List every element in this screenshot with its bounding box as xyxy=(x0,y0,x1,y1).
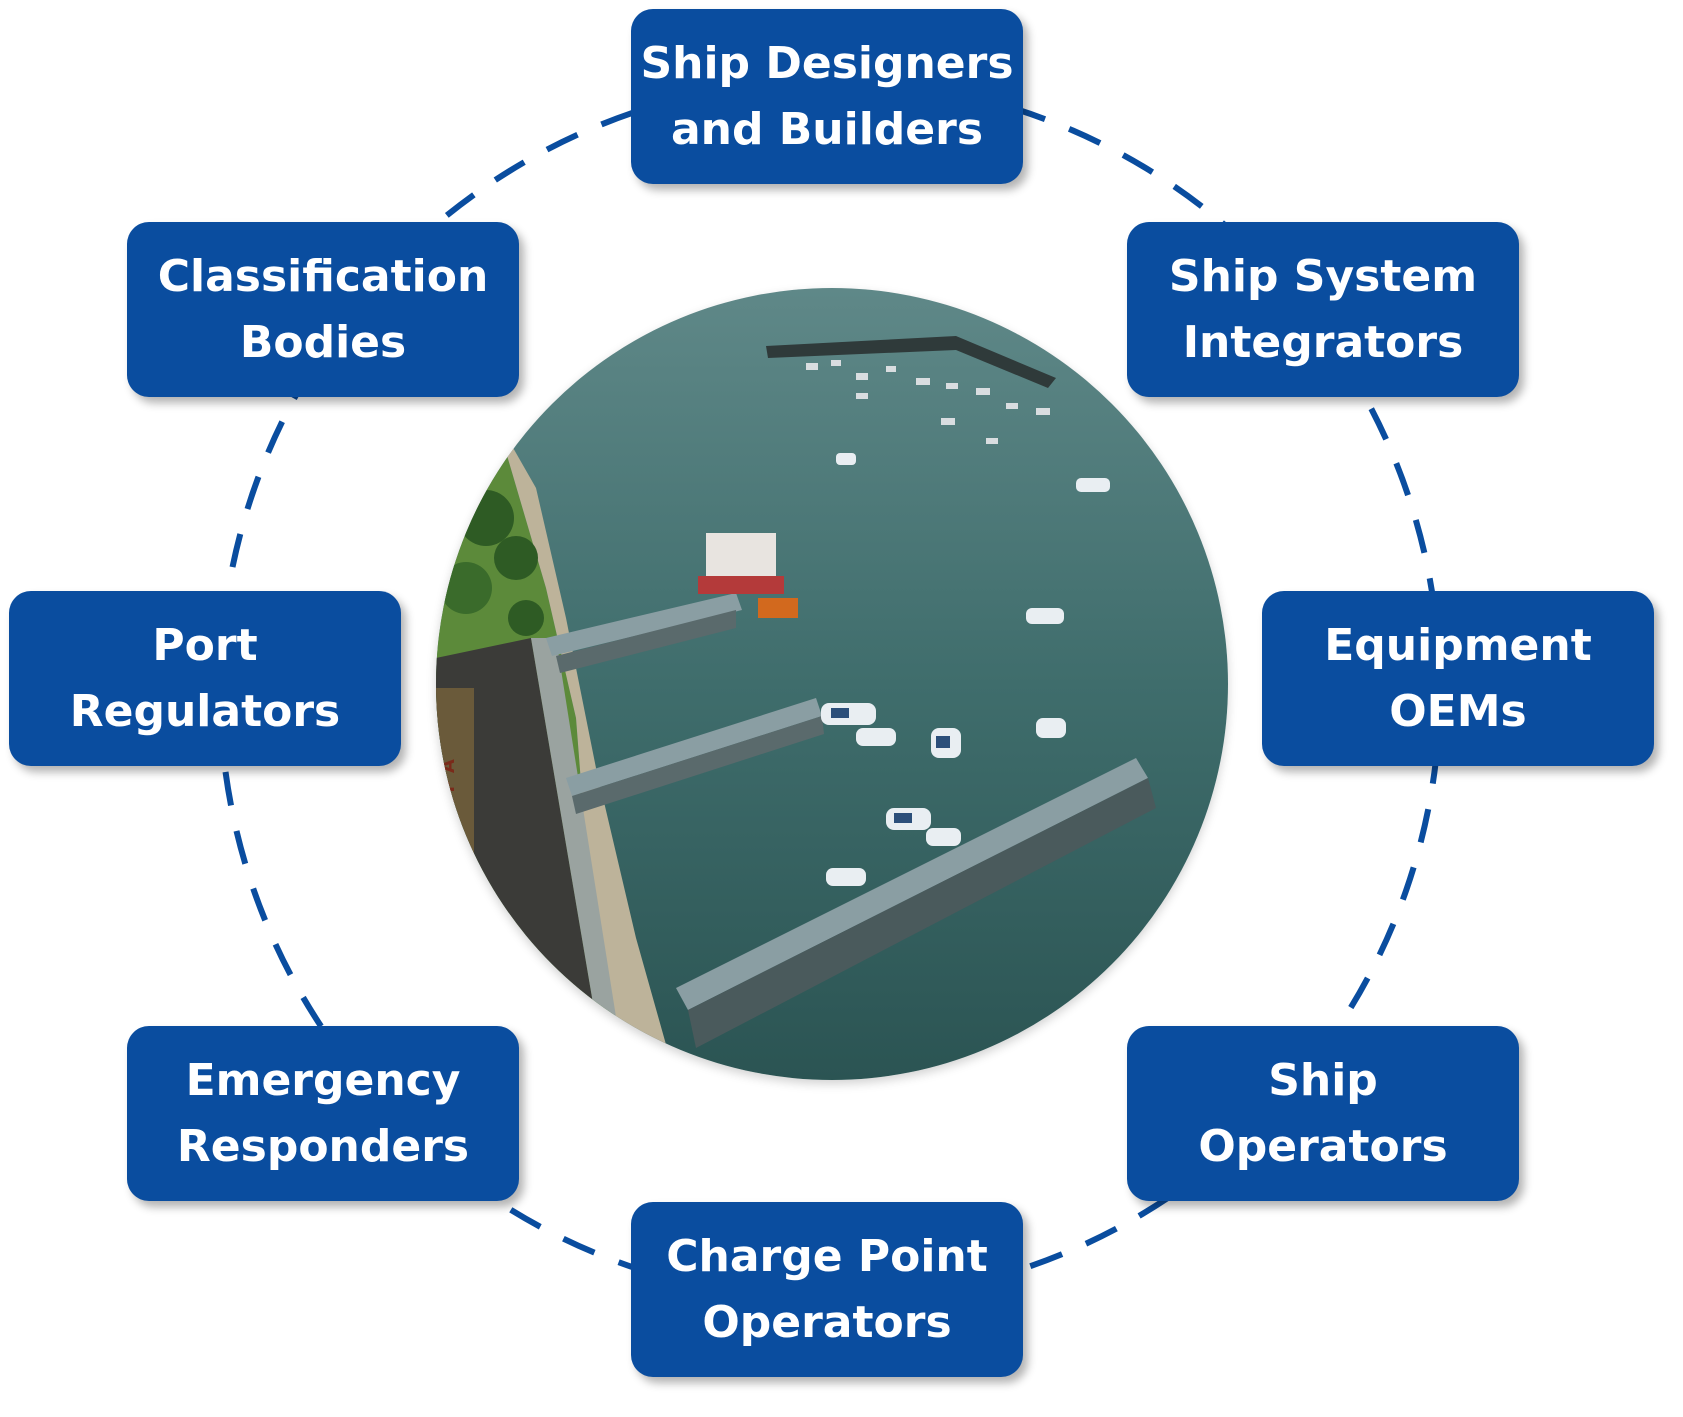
box-label: Ship Operators xyxy=(1198,1054,1448,1172)
harbour-aerial-photo: M P A xyxy=(436,288,1228,1080)
ship-designers-and-builders-box[interactable]: Ship Designers and Builders xyxy=(631,9,1023,184)
box-label: Classification Bodies xyxy=(157,250,489,368)
box-label: Charge Point Operators xyxy=(666,1230,988,1348)
ship-operators-box[interactable]: Ship Operators xyxy=(1127,1026,1519,1201)
box-label: Port Regulators xyxy=(69,619,341,737)
box-label: Emergency Responders xyxy=(176,1054,470,1172)
charge-point-operators-box[interactable]: Charge Point Operators xyxy=(631,1202,1023,1377)
emergency-responders-box[interactable]: Emergency Responders xyxy=(127,1026,519,1201)
box-label: Equipment OEMs xyxy=(1324,619,1592,737)
equipment-oems-box[interactable]: Equipment OEMs xyxy=(1262,591,1654,766)
ship-system-integrators-box[interactable]: Ship System Integrators xyxy=(1127,222,1519,397)
box-label: Ship System Integrators xyxy=(1168,250,1478,368)
box-label: Ship Designers and Builders xyxy=(640,37,1014,155)
classification-bodies-box[interactable]: Classification Bodies xyxy=(127,222,519,397)
port-regulators-box[interactable]: Port Regulators xyxy=(9,591,401,766)
